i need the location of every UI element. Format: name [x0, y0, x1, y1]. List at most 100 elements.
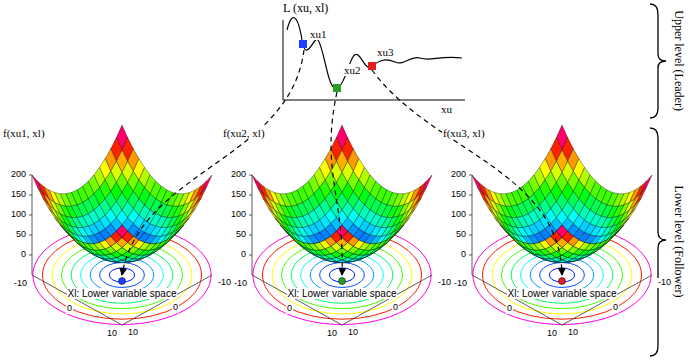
surface-plot — [29, 125, 212, 325]
surface-patch — [607, 229, 618, 240]
dashed-link — [331, 92, 342, 275]
surface-patch — [618, 215, 629, 229]
tick-mark — [249, 215, 252, 216]
tick-label: 0 — [20, 250, 27, 260]
level-label: Lower level (Follower) — [671, 185, 684, 299]
tick-label: -10 — [233, 279, 248, 289]
surface-patch — [291, 236, 302, 246]
surface-patch — [336, 225, 347, 238]
point-marker — [333, 84, 341, 92]
tick-label: 150 — [10, 190, 27, 200]
dashed-link — [372, 70, 562, 275]
tick-label: 0 — [460, 250, 467, 260]
axis-line — [32, 175, 33, 275]
surface-patch — [495, 215, 506, 229]
surface-patch — [252, 175, 263, 194]
solution-dot — [339, 278, 346, 285]
tick-mark — [249, 175, 252, 176]
point-marker — [368, 62, 376, 70]
surface-patch — [381, 236, 392, 246]
plot-label: f(xu3, xl) — [442, 127, 486, 139]
surface-patch — [71, 236, 82, 246]
tick-label: 0 — [506, 304, 513, 314]
axis-line — [283, 100, 465, 101]
axis-line — [283, 20, 284, 100]
surface-patch — [381, 236, 392, 246]
base-edge — [32, 275, 212, 325]
tick-label: 50 — [235, 230, 247, 240]
surface-patch — [116, 225, 127, 238]
base-edge — [472, 275, 652, 325]
tick-mark — [469, 175, 472, 176]
tick-label: 0 — [240, 250, 247, 260]
surface-plot — [469, 125, 652, 325]
surface-patch — [641, 175, 652, 194]
tick-mark — [469, 215, 472, 216]
contour-line — [100, 263, 145, 288]
tick-mark — [469, 195, 472, 196]
surface-patch — [161, 236, 172, 246]
surface-patch — [613, 224, 624, 237]
tick-label: 100 — [450, 210, 467, 220]
tick-label: 0 — [392, 303, 399, 313]
objective-curve — [287, 18, 462, 89]
axis-line — [472, 175, 473, 275]
brace — [650, 4, 666, 118]
tick-mark — [29, 175, 32, 176]
surface-patch — [601, 236, 612, 246]
axis-line — [252, 175, 253, 275]
surface-patch — [280, 224, 291, 237]
space-label: Xl: Lower variable space — [287, 288, 398, 299]
surface-patch — [55, 215, 66, 229]
surface-patch — [38, 188, 49, 206]
surface-patch — [421, 175, 432, 194]
surface-patch — [195, 188, 206, 206]
tick-label: 150 — [450, 190, 467, 200]
surface-patch — [161, 236, 172, 246]
tick-label: -10 — [453, 279, 468, 289]
tick-label: 10 — [546, 329, 558, 339]
tick-label: 0 — [612, 303, 619, 313]
surface-patch — [624, 209, 635, 224]
tick-label: 0 — [66, 304, 73, 314]
tick-mark — [469, 255, 472, 256]
tick-label: 10 — [567, 328, 579, 338]
surface-patch — [506, 229, 517, 240]
tick-label: 100 — [10, 210, 27, 220]
tick-mark — [469, 235, 472, 236]
surface-patch — [263, 199, 274, 215]
surface-patch — [511, 236, 522, 246]
surface-patch — [190, 199, 201, 215]
surface-patch — [32, 175, 43, 194]
surface-patch — [178, 215, 189, 229]
tick-label: 200 — [450, 170, 467, 180]
tick-label: -10 — [13, 279, 28, 289]
tick-label: 10 — [326, 329, 338, 339]
point-label: xu2 — [343, 64, 362, 76]
tick-label: 0 — [172, 303, 179, 313]
space-label: Xl: Lower variable space — [507, 288, 618, 299]
surface-patch — [71, 236, 82, 246]
surface-patch — [184, 209, 195, 224]
point-label: xu1 — [309, 28, 328, 40]
point-marker — [299, 40, 307, 48]
tick-label: 50 — [455, 230, 467, 240]
axis-label: L (xu, xl) — [282, 2, 329, 15]
plot-label: f(xu2, xl) — [222, 127, 266, 139]
solution-dot — [559, 278, 566, 285]
space-label: Xl: Lower variable space — [67, 288, 178, 299]
surface-patch — [472, 175, 483, 194]
tick-label: 200 — [10, 170, 27, 180]
tick-label: 0 — [286, 304, 293, 314]
surface-patch — [269, 209, 280, 224]
surface-patch — [500, 224, 511, 237]
surface-patch — [410, 199, 421, 215]
tick-label: 10 — [106, 329, 118, 339]
plot-label: f(xu1, xl) — [2, 127, 46, 139]
tick-label: 200 — [230, 170, 247, 180]
surface-patch — [635, 188, 646, 206]
tick-mark — [249, 195, 252, 196]
surface-plot — [249, 125, 432, 325]
